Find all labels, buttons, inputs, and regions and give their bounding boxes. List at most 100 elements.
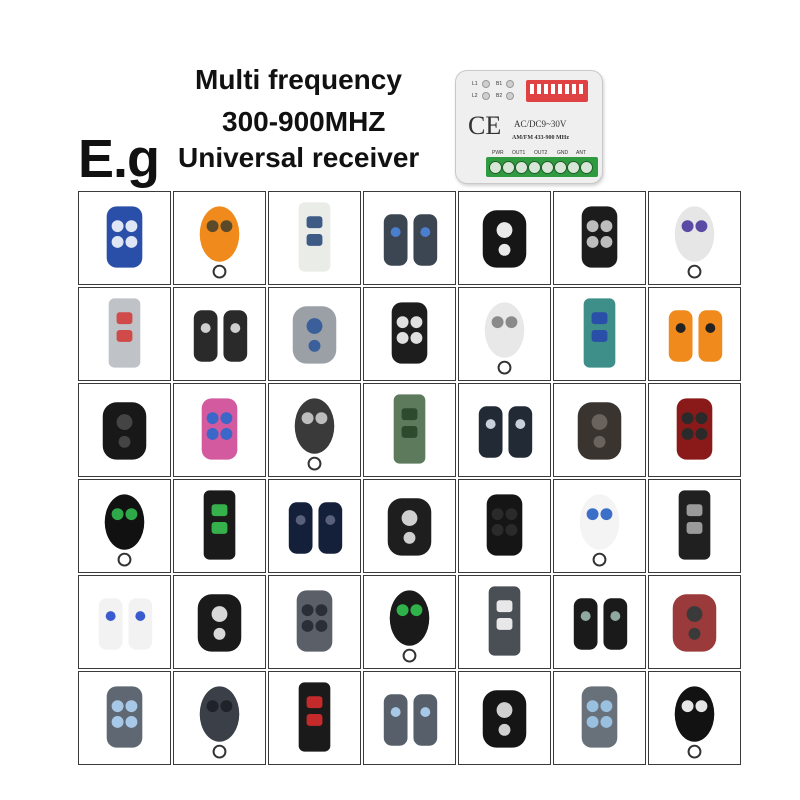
black-2-button-square-remote-image bbox=[102, 402, 147, 460]
example-label: E.g bbox=[78, 129, 160, 189]
multi-remotes-image bbox=[292, 306, 337, 364]
remote-cell bbox=[268, 575, 361, 669]
led-indicator bbox=[482, 92, 490, 100]
led-indicator bbox=[482, 80, 490, 88]
gray-blue-square-remote-image bbox=[383, 694, 438, 746]
gray-blue-slider-remote-image bbox=[383, 214, 438, 266]
white-blue-1-button-remote-image bbox=[298, 202, 331, 272]
twin-white-blue-remotes-image bbox=[579, 494, 620, 567]
gray-blue-slim-remote-image bbox=[581, 686, 618, 748]
receiver-image: L1 L2 B1 B2 CE AC/DC9~30V AM/FM 433-900 … bbox=[455, 70, 603, 184]
terminal-block bbox=[486, 157, 598, 177]
remote-cell bbox=[78, 575, 171, 669]
dark-blue-2-button-remote-image bbox=[288, 502, 343, 554]
black-2-button-remote-image bbox=[482, 210, 527, 268]
remote-cell bbox=[458, 479, 551, 573]
led-label: B2 bbox=[496, 93, 503, 99]
remote-cell bbox=[458, 383, 551, 477]
remote-cell bbox=[78, 383, 171, 477]
remote-cell bbox=[458, 575, 551, 669]
remote-cell bbox=[78, 191, 171, 285]
remote-cell bbox=[173, 383, 266, 477]
teal-multi-remotes-image bbox=[583, 298, 616, 368]
terminal-label: OUT1 bbox=[512, 150, 526, 156]
black-flat-remote-image bbox=[486, 494, 523, 556]
led-indicator bbox=[506, 92, 514, 100]
remote-cell bbox=[458, 191, 551, 285]
remote-cell bbox=[458, 287, 551, 381]
remote-cell bbox=[268, 671, 361, 765]
heart-remotes-image bbox=[676, 398, 713, 460]
dark-gray-4-button-remote-image bbox=[577, 402, 622, 460]
white-purple-remote-image bbox=[674, 206, 715, 279]
remote-grid bbox=[78, 191, 741, 765]
gray-round-4-button-remote-image bbox=[488, 586, 521, 656]
remote-cell bbox=[268, 479, 361, 573]
remote-cell bbox=[363, 575, 456, 669]
remote-cell bbox=[173, 287, 266, 381]
frequency-text: AM/FM 433-900 MHz bbox=[512, 135, 569, 141]
led-label: L1 bbox=[472, 81, 478, 87]
remote-cell bbox=[268, 383, 361, 477]
terminal-label: GND bbox=[557, 150, 569, 156]
remote-cell bbox=[553, 671, 646, 765]
remote-cell bbox=[458, 671, 551, 765]
black-green-3-button-remote-image bbox=[104, 494, 145, 567]
multi-colored-remotes-image bbox=[672, 594, 717, 652]
black-4-button-oval-remote-image bbox=[391, 302, 428, 364]
remote-cell bbox=[363, 479, 456, 573]
terminal-label: PWR bbox=[492, 150, 504, 156]
remote-cell bbox=[553, 191, 646, 285]
remote-cell bbox=[173, 575, 266, 669]
pink-blue-remotes-image bbox=[201, 398, 238, 460]
remote-cell bbox=[648, 287, 741, 381]
green-4-button-ring-remote-image bbox=[389, 590, 430, 663]
ce-mark: CE bbox=[468, 111, 502, 140]
dip-switch bbox=[526, 80, 588, 102]
black-4-button-key-remote-image bbox=[674, 686, 715, 759]
remote-cell bbox=[363, 383, 456, 477]
remote-cell bbox=[173, 479, 266, 573]
remote-cell bbox=[78, 671, 171, 765]
remote-cell bbox=[173, 671, 266, 765]
green-2-button-ring-remote-image bbox=[203, 490, 236, 560]
heading-line-range: 300-900MHZ bbox=[222, 106, 386, 137]
remote-cell bbox=[363, 671, 456, 765]
remote-cell bbox=[648, 191, 741, 285]
black-ring-slider-remote-image bbox=[197, 594, 242, 652]
remote-cell bbox=[268, 287, 361, 381]
heading-line-receiver: Universal receiver bbox=[178, 142, 420, 173]
gray-3-button-remote-image bbox=[108, 298, 141, 368]
remote-cell bbox=[78, 479, 171, 573]
terminal-label: ANT bbox=[576, 150, 586, 156]
remote-cell bbox=[363, 191, 456, 285]
black-gray-remotes-image bbox=[573, 598, 628, 650]
remote-cell bbox=[648, 671, 741, 765]
gray-blue-4-button-remote-image bbox=[106, 686, 143, 748]
remote-cell bbox=[553, 383, 646, 477]
dark-3-button-remote-image bbox=[199, 686, 240, 759]
blue-4-button-remote-image bbox=[106, 206, 143, 268]
terminal-label: OUT2 bbox=[534, 150, 548, 156]
remote-cell bbox=[78, 287, 171, 381]
white-blue-ring-remote-image bbox=[98, 598, 153, 650]
twin-black-slider-remotes-image bbox=[478, 406, 533, 458]
gray-black-slider-remote-image bbox=[387, 498, 432, 556]
led-indicator bbox=[506, 80, 514, 88]
led-label: L2 bbox=[472, 93, 478, 99]
remote-cell bbox=[363, 287, 456, 381]
heading-line-frequency: Multi frequency bbox=[195, 64, 402, 95]
remote-cell bbox=[553, 287, 646, 381]
black-4-button-round-remote-image bbox=[581, 206, 618, 268]
voltage-text: AC/DC9~30V bbox=[514, 119, 567, 129]
remote-cell bbox=[268, 191, 361, 285]
black-red-stick-remote-image bbox=[298, 682, 331, 752]
twin-gray-4-button-remotes-image bbox=[294, 398, 335, 471]
remote-cell bbox=[648, 383, 741, 477]
orange-4-button-remote-image bbox=[668, 310, 723, 362]
remote-cell bbox=[648, 575, 741, 669]
led-label: B1 bbox=[496, 81, 503, 87]
remote-cell bbox=[173, 191, 266, 285]
remote-cell bbox=[553, 575, 646, 669]
gray-2-button-remote-image bbox=[296, 590, 333, 652]
